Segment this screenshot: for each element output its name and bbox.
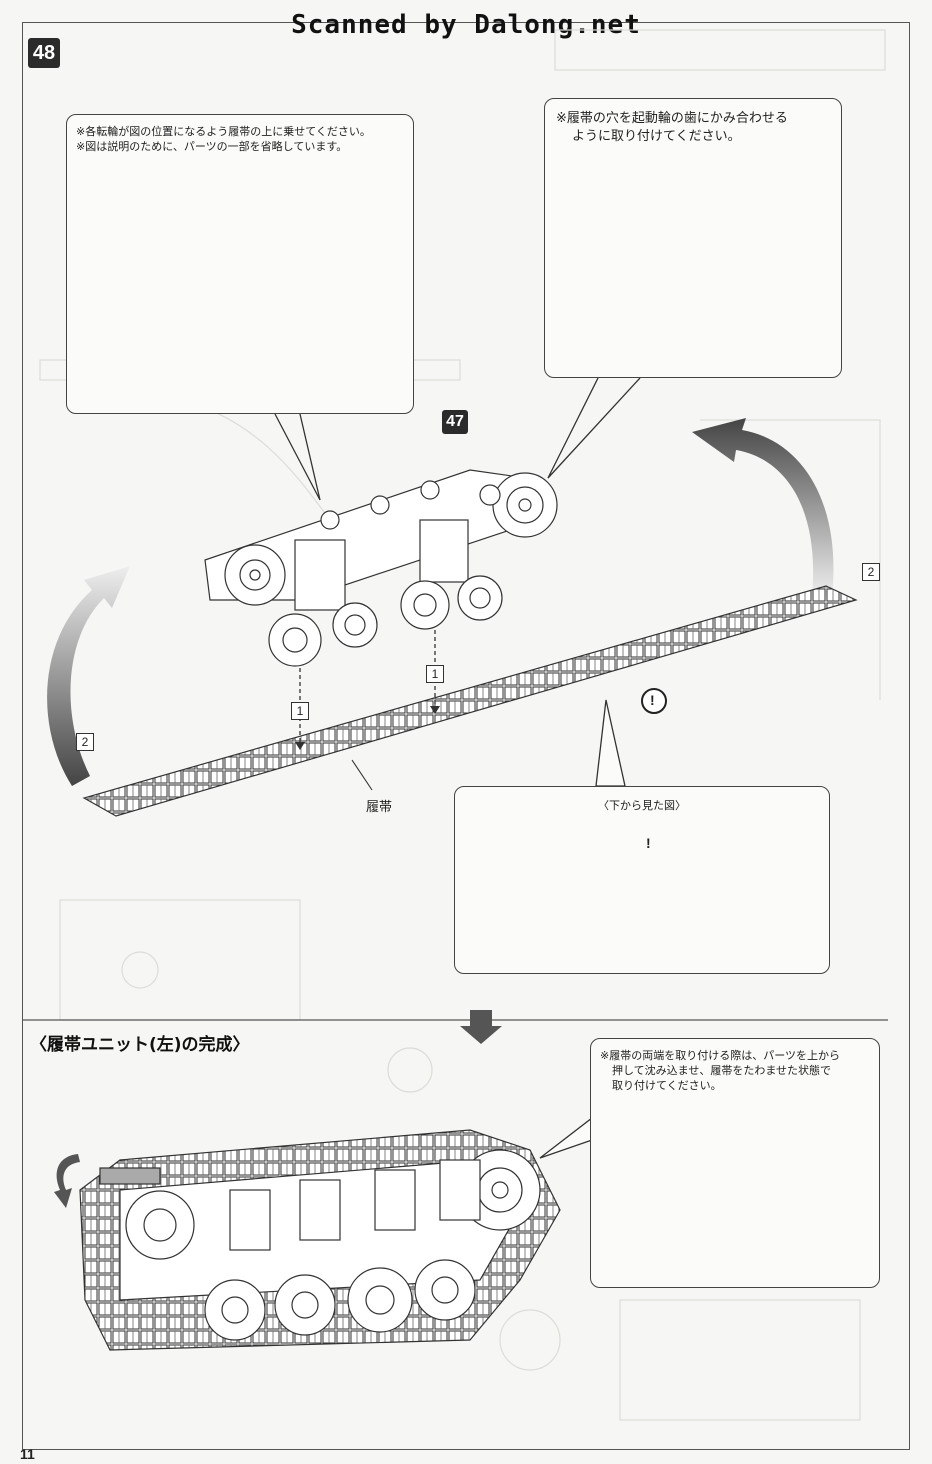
callout-track-ends [590, 1038, 880, 1288]
completion-title: 〈履帯ユニット(左)の完成〉 [30, 1035, 250, 1055]
order-marker-1a: 1 [291, 702, 309, 720]
sprocket-note-1: ※履帯の穴を起動輪の歯にかみ合わせる [556, 111, 788, 126]
rotation-arrow-left [47, 566, 130, 786]
attention-mark-bottom-view: ! [646, 835, 651, 851]
callout-bottom-view [454, 786, 830, 974]
placement-arrowheads [295, 706, 440, 750]
track-ends-note-1: ※履帯の両端を取り付ける際は、パーツを上から [600, 1049, 840, 1062]
bottom-view-title: 〈下から見た図〉 [598, 799, 686, 812]
track-ends-note-2: 押して沈み込ませ、履帯をたわませた状態で [612, 1064, 832, 1077]
track-ends-note-3: 取り付けてください。 [612, 1079, 722, 1092]
callout-sprocket [544, 98, 842, 378]
wheel-placement-note-1: ※各転輪が図の位置になるよう履帯の上に乗せてください。 [76, 125, 371, 138]
track-label: 履帯 [366, 800, 393, 815]
callout-wheel-placement [66, 114, 414, 414]
order-marker-1b: 1 [426, 665, 444, 683]
page-number: 11 [20, 1446, 35, 1462]
wheel-placement-note-2: ※図は説明のために、パーツの一部を省略しています。 [76, 140, 348, 153]
callout-pointers [274, 377, 641, 1159]
rotation-arrow-right [692, 418, 834, 596]
order-marker-2a: 2 [76, 733, 94, 751]
main-track [82, 585, 858, 817]
curved-arrow-completed [54, 1154, 80, 1208]
order-marker-2b: 2 [862, 563, 880, 581]
down-arrow [460, 1010, 502, 1044]
attention-mark-track: ! [650, 692, 655, 708]
completed-track-unit [79, 1129, 561, 1351]
suspension-assembly [204, 469, 558, 667]
step-number-badge: 48 [28, 38, 60, 68]
sprocket-note-2: ように取り付けてください。 [572, 129, 741, 144]
watermark: Scanned by Dalong.net [291, 10, 641, 40]
page-frame [22, 22, 910, 1450]
sub-step-badge: 47 [442, 410, 468, 434]
